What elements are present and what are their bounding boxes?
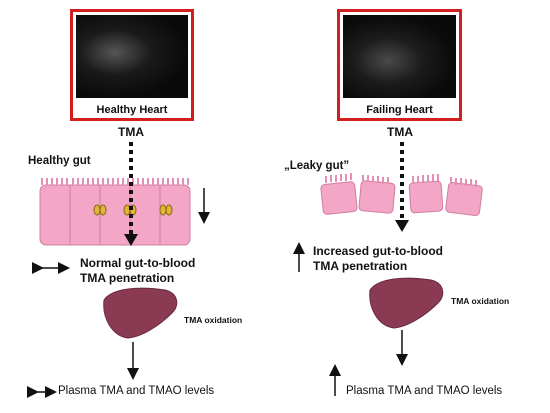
increased-penetration-text: Increased gut-to-blood TMA penetration	[313, 244, 443, 274]
ultrasound-image	[76, 15, 188, 98]
liver-icon-right	[369, 277, 444, 329]
normal-penetration-text: Normal gut-to-blood TMA penetration	[80, 256, 195, 286]
tma-oxidation-label-left: TMA oxidation	[184, 315, 243, 325]
leaky-gut-epithelium	[320, 173, 483, 217]
penetration-line2: TMA penetration	[313, 259, 408, 273]
tma-label-right: TMA	[387, 125, 413, 139]
penetration-line1: Normal gut-to-blood	[80, 256, 196, 270]
healthy-gut-epithelium	[39, 178, 191, 246]
tma-oxidation-label-right: TMA oxidation	[451, 296, 510, 306]
penetration-line2: TMA penetration	[80, 271, 175, 285]
liver-icon-left	[103, 287, 178, 339]
ultrasound-image	[343, 15, 456, 98]
healthy-gut-label: Healthy gut	[28, 155, 91, 167]
penetration-line1: Increased gut-to-blood	[313, 244, 443, 258]
plasma-levels-left: Plasma TMA and TMAO levels	[58, 385, 215, 397]
tma-label-left: TMA	[118, 125, 144, 139]
healthy-heart-ultrasound: Healthy Heart	[70, 9, 194, 121]
failing-heart-ultrasound: Failing Heart	[337, 9, 462, 121]
failing-heart-caption: Failing Heart	[366, 104, 433, 116]
leaky-gut-label: „Leaky gut”	[284, 160, 350, 172]
healthy-heart-caption: Healthy Heart	[96, 104, 168, 116]
plasma-levels-right: Plasma TMA and TMAO levels	[346, 385, 503, 397]
